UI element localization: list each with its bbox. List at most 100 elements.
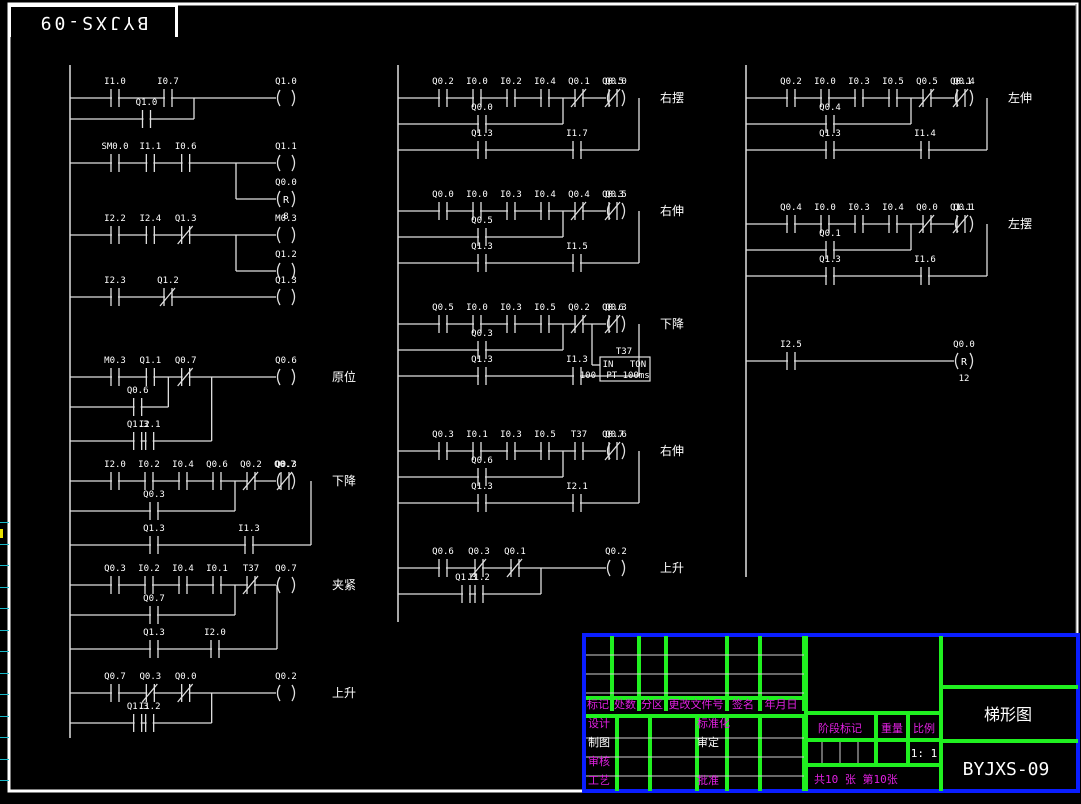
coil-right-arc (291, 190, 296, 208)
ruler-marker (0, 529, 3, 538)
output-coil: Q0.2 (605, 547, 627, 577)
role-label: 审核 (588, 754, 610, 768)
contact-slash (604, 441, 621, 461)
contact-gap (440, 209, 446, 213)
rung-comment: 上升 (660, 561, 684, 575)
contact-gap (474, 322, 480, 326)
no-contact: I1.3 (238, 524, 260, 554)
coil-param: 8 (283, 212, 288, 222)
no-contact: I0.6 (175, 142, 197, 172)
contact-gap (146, 583, 152, 587)
contact-address: I2.5 (780, 340, 802, 350)
contact-gap (474, 449, 480, 453)
contact-gap (476, 592, 482, 596)
role-label: 设计 (588, 717, 610, 730)
no-contact: Q0.4 (780, 203, 802, 233)
coil-right-arc (621, 559, 626, 577)
coil-address: Q1.1 (275, 142, 297, 152)
contact-address: I1.3 (238, 524, 260, 534)
contact-address: Q0.3 (602, 190, 624, 200)
output-coil: M0.3 (275, 214, 297, 244)
contact-address: Q0.3 (432, 430, 454, 440)
approval-label: 标准化 (697, 716, 730, 730)
contact-address: Q0.0 (471, 103, 493, 113)
coil-left-arc (276, 190, 281, 208)
no-contact: Q0.5 (471, 216, 493, 246)
contact-address: I0.3 (500, 430, 522, 440)
no-contact: I0.3 (500, 190, 522, 220)
no-contact: Q0.0 (432, 190, 454, 220)
contact-gap (134, 721, 141, 725)
no-contact: I0.0 (466, 303, 488, 333)
revision-header: 签名 (732, 697, 754, 711)
contact-address: Q1.3 (819, 255, 841, 265)
coil-right-arc (291, 684, 296, 702)
revision-header: 处数 (614, 698, 636, 711)
contact-gap (440, 322, 446, 326)
no-contact: Q0.5 (432, 303, 454, 333)
coil-left-arc (606, 442, 611, 460)
coil-right-arc (621, 89, 626, 107)
revision-header: 年月日 (765, 697, 798, 711)
contact-address: I2.3 (104, 276, 126, 286)
nc-contact: Q0.5 (916, 77, 938, 108)
no-contact: Q1.3 (127, 702, 149, 732)
role-label: 制图 (588, 736, 610, 749)
contact-address: Q1.3 (471, 242, 493, 252)
contact-gap (922, 148, 928, 152)
contact-address: I0.6 (175, 142, 197, 152)
contact-slash (177, 225, 194, 245)
no-contact: I1.4 (914, 129, 936, 159)
contact-slash (242, 575, 259, 595)
contact-slash (570, 88, 587, 108)
output-coil: Q0.6 (605, 430, 627, 460)
contact-address: Q0.0 (432, 190, 454, 200)
stage-label: 阶段标记 (818, 721, 862, 735)
no-contact: SM0.0 (101, 142, 129, 172)
no-contact: Q0.3 (432, 430, 454, 460)
contact-address: Q0.3 (471, 329, 493, 339)
no-contact: I0.5 (534, 303, 556, 333)
no-contact: I2.5 (780, 340, 802, 370)
contact-address: I1.0 (104, 77, 126, 87)
contact-address: I2.1 (566, 482, 588, 492)
contact-gap (827, 274, 833, 278)
rung-comment: 下降 (660, 317, 684, 331)
contact-gap (788, 222, 794, 226)
coil-right-arc (969, 215, 974, 233)
contact-address: Q1.3 (175, 214, 197, 224)
no-contact: I2.3 (104, 276, 126, 306)
contact-address: Q0.1 (568, 77, 590, 87)
scale-label: 比例 (913, 721, 935, 735)
contact-address: Q1.3 (143, 524, 165, 534)
contact-gap (214, 583, 220, 587)
no-contact: Q0.1 (819, 229, 841, 259)
output-coil: Q0.7 (275, 564, 297, 594)
contact-gap (147, 233, 154, 237)
coil-address: Q1.2 (275, 250, 297, 260)
contact-gap (479, 122, 485, 126)
contact-address: I1.2 (139, 702, 161, 712)
rung-comment: 原位 (332, 369, 356, 384)
contact-address: Q0.5 (602, 77, 624, 87)
contact-slash (177, 367, 194, 387)
contact-address: Q0.7 (602, 430, 624, 440)
nc-contact: Q1.2 (157, 276, 179, 307)
contact-gap (822, 96, 828, 100)
contact-address: Q0.5 (471, 216, 493, 226)
ruler-tick (0, 651, 9, 652)
contact-gap (890, 96, 896, 100)
contact-address: Q1.2 (157, 276, 179, 286)
weight-label: 重量 (881, 721, 903, 735)
contact-gap (542, 322, 548, 326)
contact-slash (918, 88, 935, 108)
contact-address: Q0.1 (819, 229, 841, 239)
contact-address: I0.4 (534, 77, 556, 87)
nc-contact: Q0.1 (504, 547, 526, 578)
